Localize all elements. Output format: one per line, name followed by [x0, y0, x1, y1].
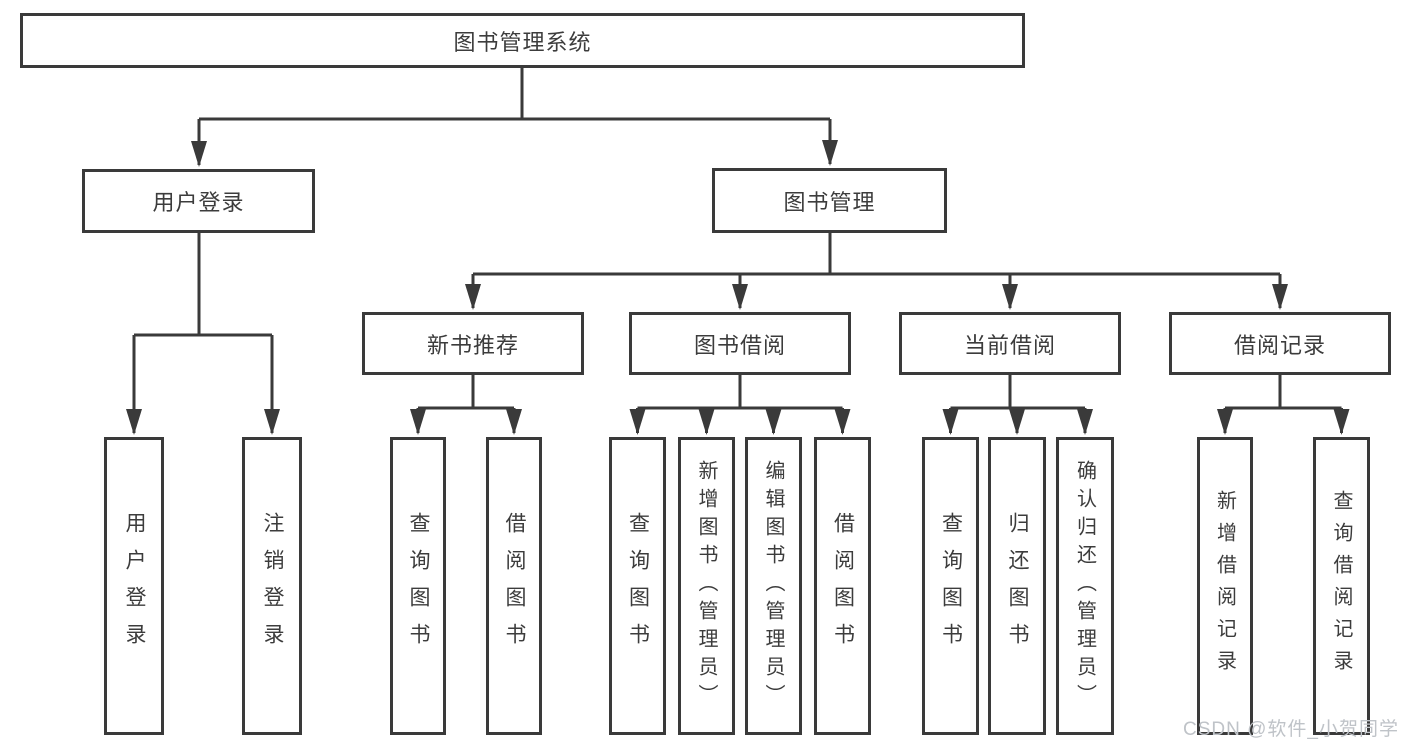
node-user-login-label: 用户登录: [152, 190, 245, 215]
leaf-return-book: 归还图书: [988, 437, 1046, 735]
leaf-add-book-admin-label: 新增图书（管理员）: [695, 460, 717, 712]
leaf-confirm-return-admin-label: 确认归还（管理员）: [1073, 460, 1096, 712]
leaf-edit-book-admin-label: 编辑图书（管理员）: [762, 460, 784, 712]
leaf-add-borrow-record-label: 新增借阅记录: [1213, 490, 1236, 682]
leaf-add-book-admin: 新增图书（管理员）: [678, 437, 735, 735]
node-current-borrow-label: 当前借阅: [963, 332, 1056, 358]
leaf-borrow-books-2-label: 借阅图书: [831, 512, 855, 660]
leaf-query-books-3-label: 查询图书: [939, 512, 963, 660]
node-new-book-recommend-label: 新书推荐: [426, 332, 519, 358]
node-book-borrow-label: 图书借阅: [693, 332, 786, 358]
leaf-borrow-books-1: 借阅图书: [486, 437, 542, 735]
node-user-login: 用户登录: [82, 169, 315, 233]
leaf-return-book-label: 归还图书: [1006, 512, 1029, 660]
node-new-book-recommend: 新书推荐: [362, 312, 584, 375]
leaf-confirm-return-admin: 确认归还（管理员）: [1056, 437, 1114, 735]
leaf-edit-book-admin: 编辑图书（管理员）: [745, 437, 802, 735]
leaf-add-borrow-record: 新增借阅记录: [1197, 437, 1253, 735]
leaf-borrow-books-2: 借阅图书: [814, 437, 871, 735]
leaf-query-books-2: 查询图书: [609, 437, 666, 735]
node-book-borrow: 图书借阅: [629, 312, 851, 375]
node-book-management-label: 图书管理: [783, 189, 876, 215]
node-root-label: 图书管理系统: [453, 29, 592, 55]
node-root: 图书管理系统: [20, 13, 1025, 68]
node-current-borrow: 当前借阅: [899, 312, 1121, 375]
leaf-query-books-1: 查询图书: [390, 437, 446, 735]
leaf-logout: 注销登录: [242, 437, 302, 735]
node-book-management: 图书管理: [712, 168, 947, 233]
leaf-query-books-1-label: 查询图书: [407, 512, 430, 660]
csdn-watermark: CSDN @软件_小贺同学: [1183, 719, 1399, 740]
node-borrow-records-label: 借阅记录: [1233, 332, 1326, 358]
leaf-query-borrow-record-label: 查询借阅记录: [1330, 490, 1352, 682]
leaf-query-books-2-label: 查询图书: [626, 512, 650, 660]
leaf-query-borrow-record: 查询借阅记录: [1313, 437, 1370, 735]
node-borrow-records: 借阅记录: [1169, 312, 1391, 375]
leaf-borrow-books-1-label: 借阅图书: [503, 512, 526, 660]
leaf-user-login: 用户登录: [104, 437, 164, 735]
leaf-query-books-3: 查询图书: [922, 437, 979, 735]
leaf-logout-label: 注销登录: [261, 512, 284, 660]
leaf-user-login-label: 用户登录: [123, 512, 146, 660]
